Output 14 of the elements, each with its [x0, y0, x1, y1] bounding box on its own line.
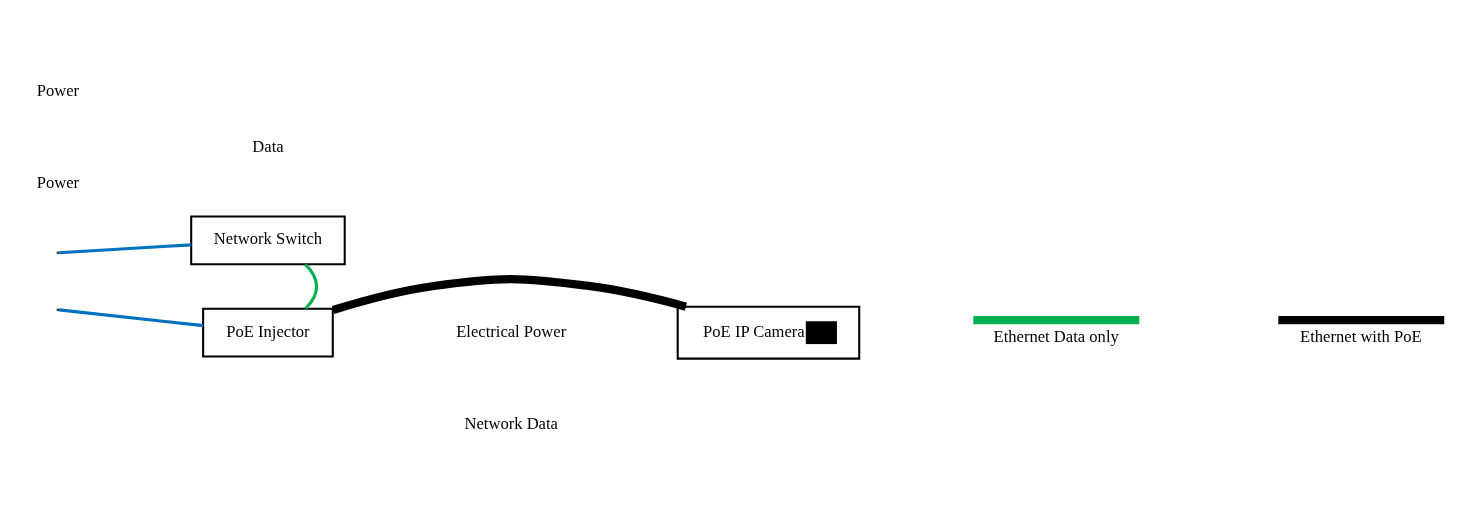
label: Power	[36, 172, 80, 192]
connector	[331, 274, 687, 314]
connector	[304, 262, 319, 310]
label: Data	[252, 136, 284, 156]
legend-label: Ethernet with PoE	[1300, 326, 1422, 346]
label: Network Data	[464, 413, 558, 433]
connector	[58, 307, 204, 327]
connector	[59, 242, 192, 254]
node-box: PoE Injector	[202, 307, 334, 358]
label: Electrical Power	[456, 321, 567, 341]
node-box: PoE IP Camera	[676, 305, 861, 360]
node-box: Network Switch	[190, 214, 346, 265]
legend-label: Ethernet Data only	[993, 326, 1119, 346]
label: Power	[36, 80, 80, 100]
